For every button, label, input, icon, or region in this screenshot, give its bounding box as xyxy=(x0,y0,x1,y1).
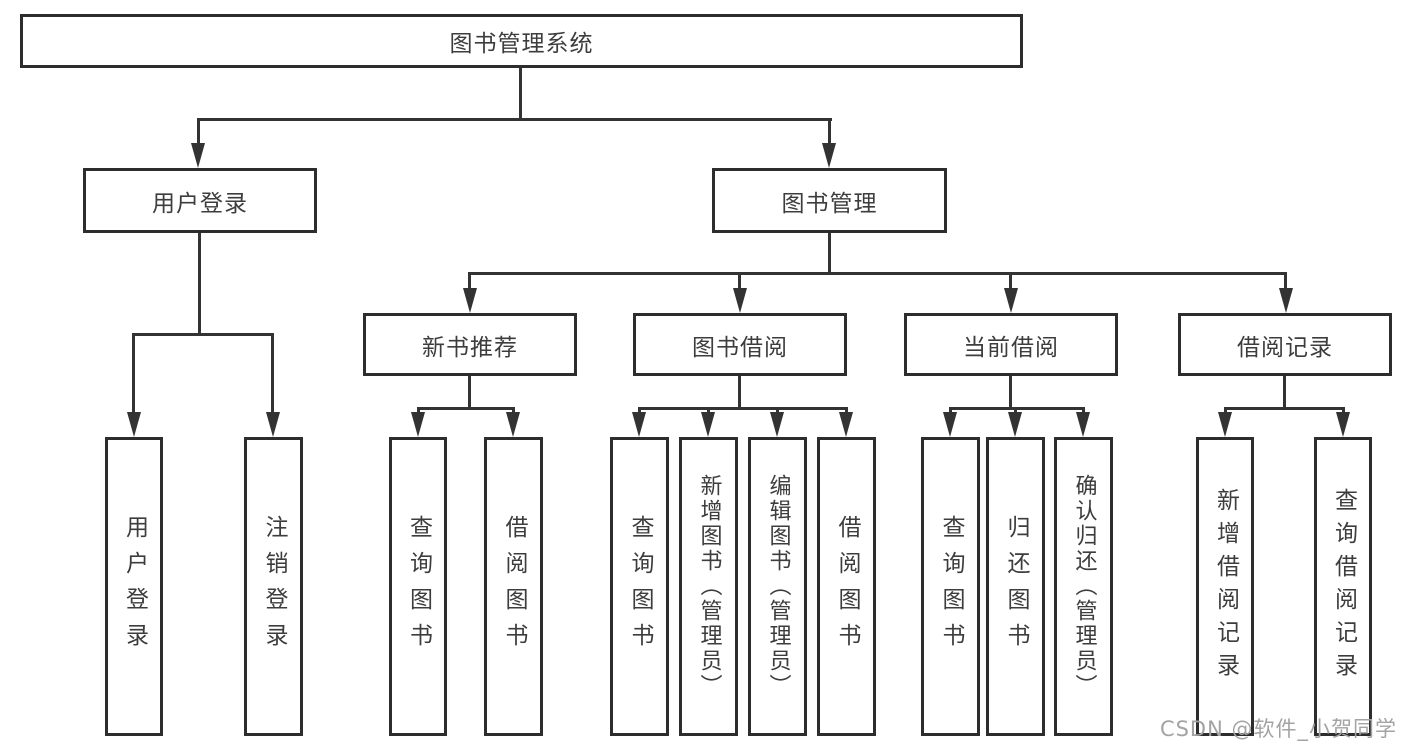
leaf-current-return-books: 归还图书 xyxy=(986,437,1045,736)
connector-line xyxy=(132,333,274,336)
node-label: 用户登录 xyxy=(121,514,148,659)
leaf-newbook-borrow-books: 借阅图书 xyxy=(484,437,543,736)
node-label: 查询图书 xyxy=(627,514,653,659)
node-book-borrowing: 图书借阅 xyxy=(633,313,847,376)
node-label: 图书借阅 xyxy=(692,334,788,361)
connector-line xyxy=(519,68,522,121)
node-book-management-system: 图书管理系统 xyxy=(20,14,1023,68)
arrow-down xyxy=(411,412,425,437)
connector-line xyxy=(949,407,952,415)
arrow-down xyxy=(463,288,477,313)
connector-line xyxy=(1082,407,1085,415)
connector-line xyxy=(132,333,135,414)
connector-line xyxy=(417,407,420,415)
connector-line xyxy=(845,407,848,415)
connector-line xyxy=(1224,407,1345,410)
arrow-down xyxy=(701,412,715,437)
node-label: 借阅图书 xyxy=(834,514,860,659)
arrow-down xyxy=(1076,412,1090,437)
connector-line xyxy=(417,407,515,410)
connector-line xyxy=(1284,272,1287,290)
arrow-down xyxy=(632,412,646,437)
node-user-login: 用户登录 xyxy=(83,168,317,233)
node-label: 查询图书 xyxy=(405,514,432,659)
connector-line xyxy=(468,272,471,290)
connector-line xyxy=(776,407,779,415)
node-label: 新书推荐 xyxy=(422,334,518,361)
arrow-down xyxy=(1218,412,1232,437)
connector-line xyxy=(271,333,274,414)
arrow-down xyxy=(839,412,853,437)
leaf-borrow-borrow-books: 借阅图书 xyxy=(817,437,876,736)
node-new-book-recommend: 新书推荐 xyxy=(363,313,577,376)
node-label: 编辑图书（管理员） xyxy=(765,474,791,699)
leaf-newbook-query-books: 查询图书 xyxy=(389,437,447,736)
node-label: 新增借阅记录 xyxy=(1212,487,1239,686)
connector-line xyxy=(1342,407,1345,415)
connector-line xyxy=(1014,407,1017,415)
connector-line xyxy=(638,407,848,410)
connector-line xyxy=(738,376,741,410)
arrow-down xyxy=(733,288,747,313)
leaf-user-login: 用户登录 xyxy=(105,437,163,736)
node-current-borrowing: 当前借阅 xyxy=(904,313,1118,376)
connector-line xyxy=(1224,407,1227,415)
leaf-records-add-borrow-record: 新增借阅记录 xyxy=(1196,437,1254,736)
arrow-down xyxy=(1279,288,1293,313)
arrow-down xyxy=(1008,412,1022,437)
node-label: 当前借阅 xyxy=(963,334,1059,361)
connector-line xyxy=(949,407,1085,410)
node-label: 图书管理 xyxy=(781,190,878,217)
arrow-down xyxy=(127,412,141,437)
arrow-down xyxy=(770,412,784,437)
connector-line xyxy=(828,118,831,147)
connector-line xyxy=(198,233,201,336)
connector-line xyxy=(1283,376,1286,410)
node-label: 归还图书 xyxy=(1003,514,1029,659)
connector-line xyxy=(1009,376,1012,410)
connector-line xyxy=(468,376,471,410)
connector-line xyxy=(707,407,710,415)
node-label: 新增图书（管理员） xyxy=(696,474,722,699)
node-label: 确认归还（管理员） xyxy=(1071,474,1097,699)
arrow-down xyxy=(506,412,520,437)
node-label: 查询借阅记录 xyxy=(1330,487,1357,686)
leaf-borrow-query-books: 查询图书 xyxy=(610,437,669,736)
connector-line xyxy=(738,272,741,290)
connector-line xyxy=(197,118,832,121)
connector-line xyxy=(197,118,200,147)
node-label: 用户登录 xyxy=(152,190,248,217)
connector-line xyxy=(1009,272,1012,290)
node-label: 借阅记录 xyxy=(1237,334,1333,361)
leaf-logout: 注销登录 xyxy=(244,437,303,736)
leaf-records-query-borrow-record: 查询借阅记录 xyxy=(1314,437,1372,736)
node-label: 注销登录 xyxy=(261,514,287,659)
node-label: 借阅图书 xyxy=(501,514,527,659)
node-book-management: 图书管理 xyxy=(712,168,947,233)
csdn-watermark: CSDN @软件_小贺同学 xyxy=(1159,717,1397,741)
node-label: 图书管理系统 xyxy=(449,31,594,57)
node-borrowing-records: 借阅记录 xyxy=(1178,313,1392,376)
connector-line xyxy=(468,272,1286,275)
connector-line xyxy=(828,233,831,274)
leaf-current-query-books: 查询图书 xyxy=(921,437,980,736)
leaf-current-confirm-return-admin: 确认归还（管理员） xyxy=(1054,437,1113,736)
arrow-down xyxy=(1004,288,1018,313)
leaf-borrow-edit-books-admin: 编辑图书（管理员） xyxy=(748,437,807,736)
arrow-down xyxy=(266,412,280,437)
leaf-borrow-add-books-admin: 新增图书（管理员） xyxy=(679,437,738,736)
arrow-down xyxy=(822,143,836,168)
connector-line xyxy=(638,407,641,415)
arrow-down xyxy=(943,412,957,437)
arrow-down xyxy=(1336,412,1350,437)
connector-line xyxy=(512,407,515,415)
arrow-down xyxy=(191,143,205,168)
node-label: 查询图书 xyxy=(938,514,964,659)
